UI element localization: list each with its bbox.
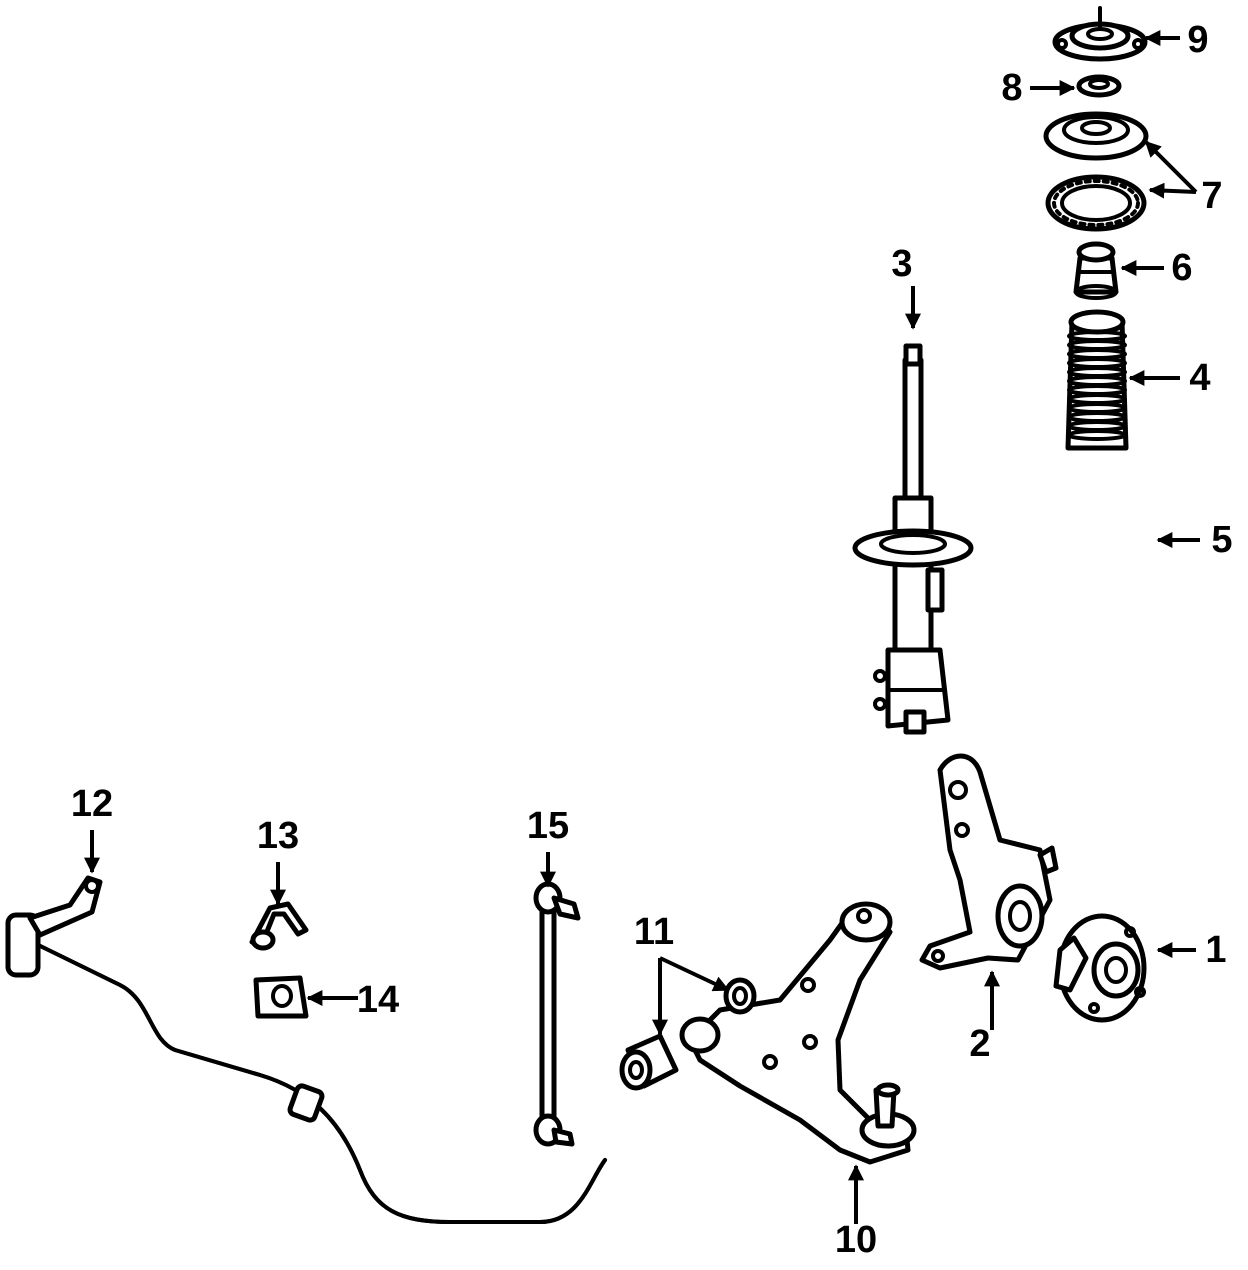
callout-3: 3 xyxy=(891,243,912,285)
callout-label-3: 3 xyxy=(891,243,912,285)
stabilizer-bar-part xyxy=(5,875,607,1224)
callout-label-13: 13 xyxy=(257,815,299,857)
stabilizer-link-part xyxy=(533,881,581,1147)
steering-knuckle-part xyxy=(919,753,1059,971)
callout-14: 14 xyxy=(357,979,399,1021)
callout-leader-line xyxy=(1144,140,1198,194)
callout-7: 7 xyxy=(1201,175,1222,217)
callout-label-9: 9 xyxy=(1187,19,1208,61)
strut-assembly-part xyxy=(852,343,974,735)
control-arm-bushing-part xyxy=(619,1033,679,1091)
spring-insulator-part xyxy=(1045,174,1147,232)
callout-leader-line xyxy=(659,956,730,992)
strut-bearing-part xyxy=(1076,74,1122,98)
callout-label-1: 1 xyxy=(1205,929,1226,971)
callout-label-14: 14 xyxy=(357,979,399,1021)
callout-4: 4 xyxy=(1189,357,1210,399)
callout-label-10: 10 xyxy=(835,1219,877,1261)
callout-13: 13 xyxy=(257,815,299,857)
control-arm-bushing-small-part xyxy=(723,977,757,1015)
bump-stop-part xyxy=(1073,241,1119,300)
callout-label-2: 2 xyxy=(969,1023,990,1065)
callout-9: 9 xyxy=(1187,19,1208,61)
callout-label-15: 15 xyxy=(527,805,569,847)
coil-spring-part xyxy=(1032,464,1156,741)
callout-1: 1 xyxy=(1205,929,1226,971)
wheel-hub-part xyxy=(1053,913,1147,1023)
callout-leader-line xyxy=(1148,182,1197,199)
lower-control-arm-part xyxy=(679,901,917,1165)
stabilizer-bracket-part xyxy=(249,901,309,951)
callout-15: 15 xyxy=(527,805,569,847)
callout-label-4: 4 xyxy=(1189,357,1210,399)
callout-label-6: 6 xyxy=(1171,247,1192,289)
callout-11: 11 xyxy=(634,911,674,953)
callout-leaders xyxy=(84,30,1200,1224)
callout-label-7: 7 xyxy=(1201,175,1222,217)
callout-5: 5 xyxy=(1211,519,1232,561)
callout-10: 10 xyxy=(835,1219,877,1261)
stabilizer-bushing-part xyxy=(253,975,309,1019)
dust-boot-part xyxy=(1065,309,1129,451)
callout-label-5: 5 xyxy=(1211,519,1232,561)
callout-label-8: 8 xyxy=(1001,67,1022,109)
strut-mount-part xyxy=(1052,6,1148,62)
callout-label-11: 11 xyxy=(634,911,674,953)
callout-12: 12 xyxy=(71,783,113,825)
callout-label-12: 12 xyxy=(71,783,113,825)
spring-seat-part xyxy=(1043,111,1149,161)
callout-6: 6 xyxy=(1171,247,1192,289)
callout-2: 2 xyxy=(969,1023,990,1065)
callout-8: 8 xyxy=(1001,67,1022,109)
